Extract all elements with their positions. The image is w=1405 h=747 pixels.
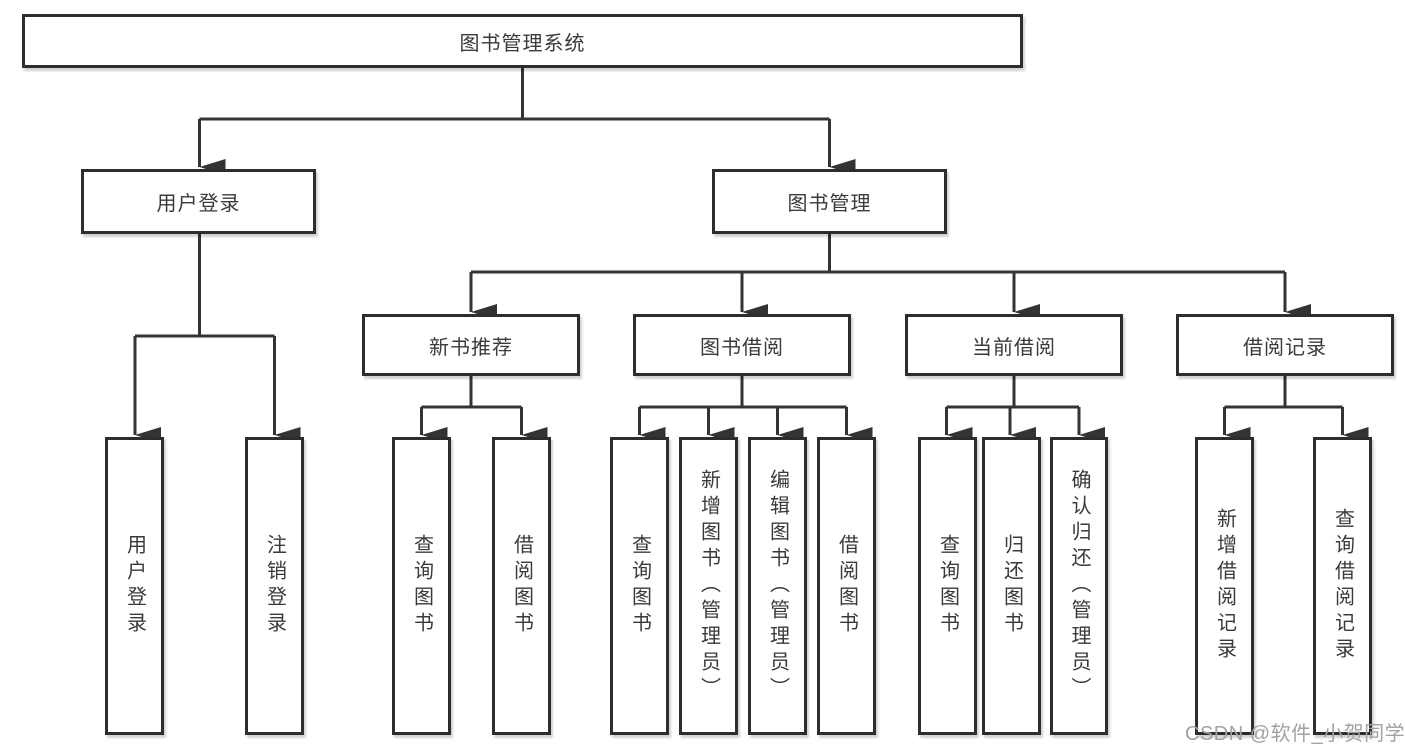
node-book-management: 图书管理 <box>712 169 947 234</box>
node-book-borrowing: 图书借阅 <box>633 314 851 376</box>
connector-borrow-records-rail <box>1224 376 1343 409</box>
node-label: 用户登录 <box>156 193 241 215</box>
csdn-watermark: CSDN @软件_小贺同学 <box>1185 723 1405 745</box>
node-user-login: 用户登录 <box>81 169 316 234</box>
leaf-label: 注销登录 <box>263 534 286 638</box>
leaf-label: 借阅图书 <box>835 534 858 638</box>
node-label: 当前借阅 <box>972 336 1056 359</box>
connector-book-management-rail <box>471 234 1285 274</box>
connector-new-book-rail <box>421 376 522 409</box>
leaf-label: 用户登录 <box>123 534 146 638</box>
leaf-label: 查询借阅记录 <box>1331 508 1354 664</box>
node-label: 图书借阅 <box>700 336 784 359</box>
leaf-query-borrow-record: 查询借阅记录 <box>1313 437 1372 735</box>
leaf-borrow-books-2: 借阅图书 <box>817 437 876 735</box>
leaf-label: 新增图书（管理员） <box>697 469 720 703</box>
leaf-label: 查询图书 <box>936 534 959 638</box>
node-borrowing-records: 借阅记录 <box>1176 314 1394 376</box>
leaf-label: 新增借阅记录 <box>1213 508 1236 664</box>
connector-current-borrow-rail <box>946 376 1079 409</box>
node-label: 借阅记录 <box>1243 336 1327 359</box>
leaf-label: 查询图书 <box>410 534 433 638</box>
connector-book-borrow-rail <box>639 376 847 409</box>
node-label: 图书管理 <box>787 193 872 215</box>
node-label: 图书管理系统 <box>459 32 586 55</box>
node-library-management-system: 图书管理系统 <box>22 14 1023 68</box>
leaf-query-books-3: 查询图书 <box>918 437 977 735</box>
leaf-confirm-return-admin: 确认归还（管理员） <box>1050 437 1108 735</box>
connector-root-rail <box>199 68 830 121</box>
leaf-label: 借阅图书 <box>510 534 533 638</box>
leaf-label: 确认归还（管理员） <box>1068 469 1090 703</box>
leaf-return-books: 归还图书 <box>982 437 1041 735</box>
leaf-add-book-admin: 新增图书（管理员） <box>679 437 738 735</box>
leaf-logout: 注销登录 <box>245 437 304 735</box>
leaf-label: 查询图书 <box>628 534 651 638</box>
node-current-borrowing: 当前借阅 <box>905 314 1123 376</box>
node-new-book-recommend: 新书推荐 <box>362 314 580 376</box>
leaf-label: 归还图书 <box>1000 534 1023 638</box>
leaf-query-books-2: 查询图书 <box>610 437 669 735</box>
leaf-user-login: 用户登录 <box>105 437 164 735</box>
connector-user-login-rail <box>135 234 275 338</box>
leaf-label: 编辑图书（管理员） <box>766 469 789 703</box>
leaf-edit-book-admin: 编辑图书（管理员） <box>748 437 807 735</box>
node-label: 新书推荐 <box>429 336 513 359</box>
leaf-query-books-1: 查询图书 <box>392 437 451 735</box>
leaf-add-borrow-record: 新增借阅记录 <box>1195 437 1254 735</box>
leaf-borrow-books-1: 借阅图书 <box>492 437 551 735</box>
